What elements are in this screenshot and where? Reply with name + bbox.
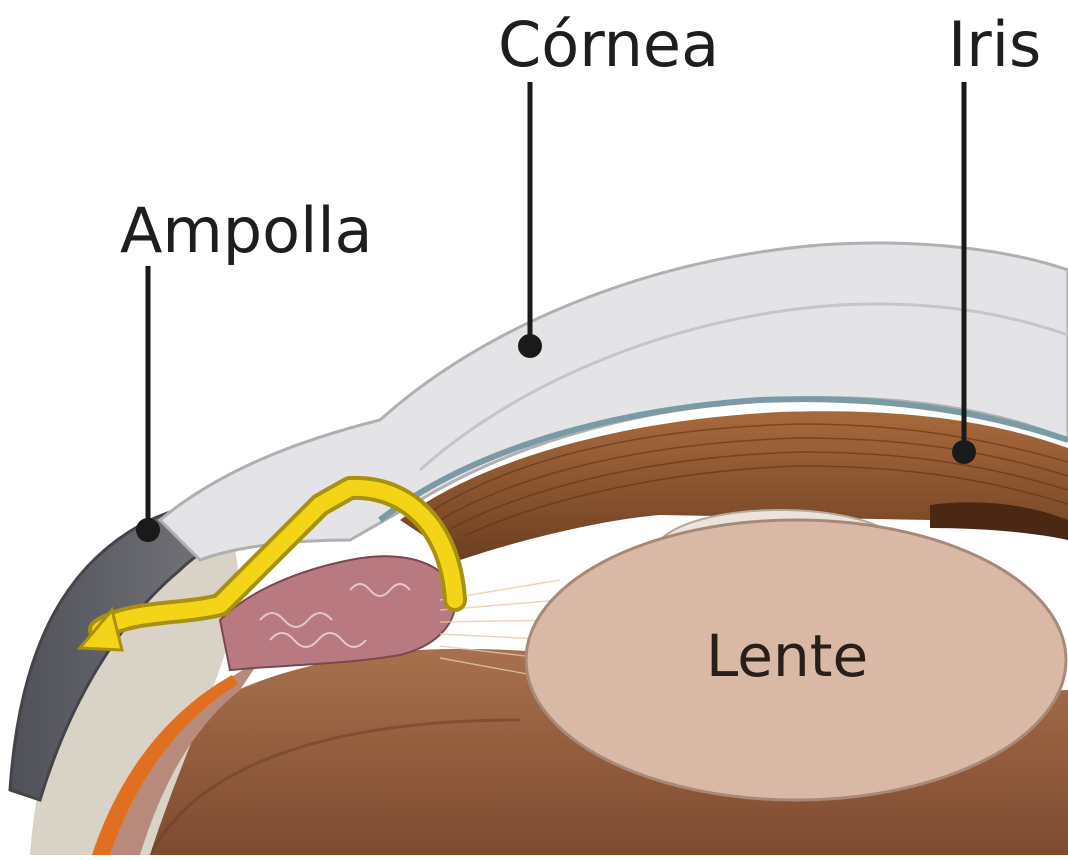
label-lente: Lente	[706, 627, 868, 685]
leader-dot-iris	[952, 440, 976, 464]
label-ampolla: Ampolla	[120, 200, 373, 262]
leader-dot-cornea	[518, 334, 542, 358]
label-iris: Iris	[948, 14, 1041, 76]
label-cornea: Córnea	[498, 14, 719, 76]
leader-dot-ampolla	[136, 518, 160, 542]
